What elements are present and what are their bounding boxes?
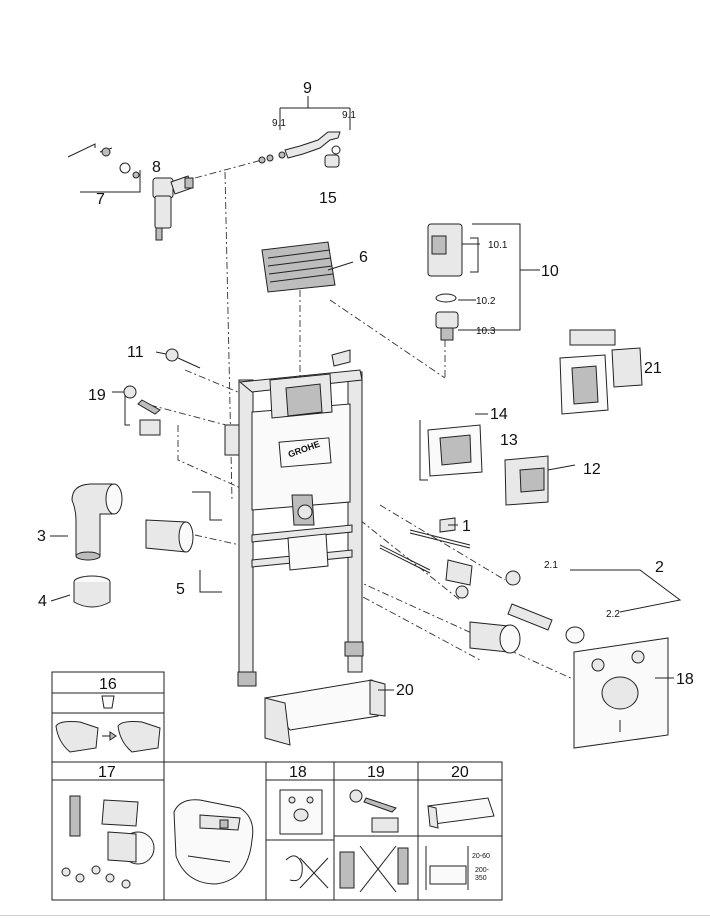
callout-1: 1 <box>462 518 471 535</box>
callout-13: 13 <box>500 432 518 449</box>
flush-valve-part <box>427 223 540 341</box>
callout-3: 3 <box>37 528 46 545</box>
panel-17: 17 <box>51 761 165 901</box>
page-divider <box>0 915 710 916</box>
floor-bracket-part <box>264 679 386 746</box>
callout-2: 2 <box>655 559 664 576</box>
connector-pipe-part <box>469 569 682 654</box>
panel-19: 19 <box>333 761 419 901</box>
bend-pipe-part <box>71 483 194 608</box>
bolts-part <box>379 517 521 599</box>
insulation-pad-part <box>261 241 354 293</box>
flush-plate-part <box>419 420 576 506</box>
anchor-bolt-part <box>155 348 201 369</box>
callout-9: 9 <box>303 80 312 97</box>
fill-valve-part <box>67 143 194 241</box>
panel-18: 18 <box>265 761 335 901</box>
dimension-200: 200- <box>475 867 490 874</box>
callout-6: 6 <box>359 249 368 266</box>
callout-9-1b: 9.1 <box>342 110 356 121</box>
callout-5: 5 <box>176 581 185 598</box>
panel-16-label: 16 <box>99 676 117 693</box>
panel-17-label: 17 <box>98 764 116 781</box>
panel-18-label: 18 <box>289 764 307 781</box>
dimension-350: 350 <box>475 875 487 882</box>
callout-10: 10 <box>541 263 559 280</box>
callout-21: 21 <box>644 360 662 377</box>
callout-10-2: 10.2 <box>476 296 496 307</box>
callout-20: 20 <box>396 682 414 699</box>
panel-16: 16 <box>51 671 165 763</box>
panel-20-label: 20 <box>451 764 469 781</box>
callout-12: 12 <box>583 461 601 478</box>
panel-toilet-view <box>163 761 267 901</box>
callout-2-1: 2.1 <box>544 560 558 571</box>
sound-insulation-panel <box>573 637 669 749</box>
callout-11: 11 <box>127 344 144 361</box>
callout-10-3: 10.3 <box>476 326 496 337</box>
installation-frame: GROHE <box>192 349 364 687</box>
hose-part <box>258 96 351 168</box>
callout-labels: 1 2 2.1 2.2 3 4 5 6 7 8 9 9.1 9.1 10 10.… <box>37 80 694 699</box>
panel-19-label: 19 <box>367 764 385 781</box>
callout-4: 4 <box>38 593 47 610</box>
panel-20: 20 20-60 200- 350 <box>417 761 503 901</box>
dimension-20-60: 20-60 <box>472 853 490 860</box>
wall-bracket-part <box>112 385 161 436</box>
callout-2-2: 2.2 <box>606 609 620 620</box>
callout-19: 19 <box>88 387 106 404</box>
callout-18: 18 <box>676 671 694 688</box>
callout-9-1a: 9.1 <box>272 118 286 129</box>
adaptor-bracket-part <box>559 329 643 415</box>
callout-14: 14 <box>490 406 508 423</box>
callout-15: 15 <box>319 190 337 207</box>
callout-7: 7 <box>96 191 105 208</box>
callout-8: 8 <box>152 159 161 176</box>
callout-10-1: 10.1 <box>488 240 508 251</box>
